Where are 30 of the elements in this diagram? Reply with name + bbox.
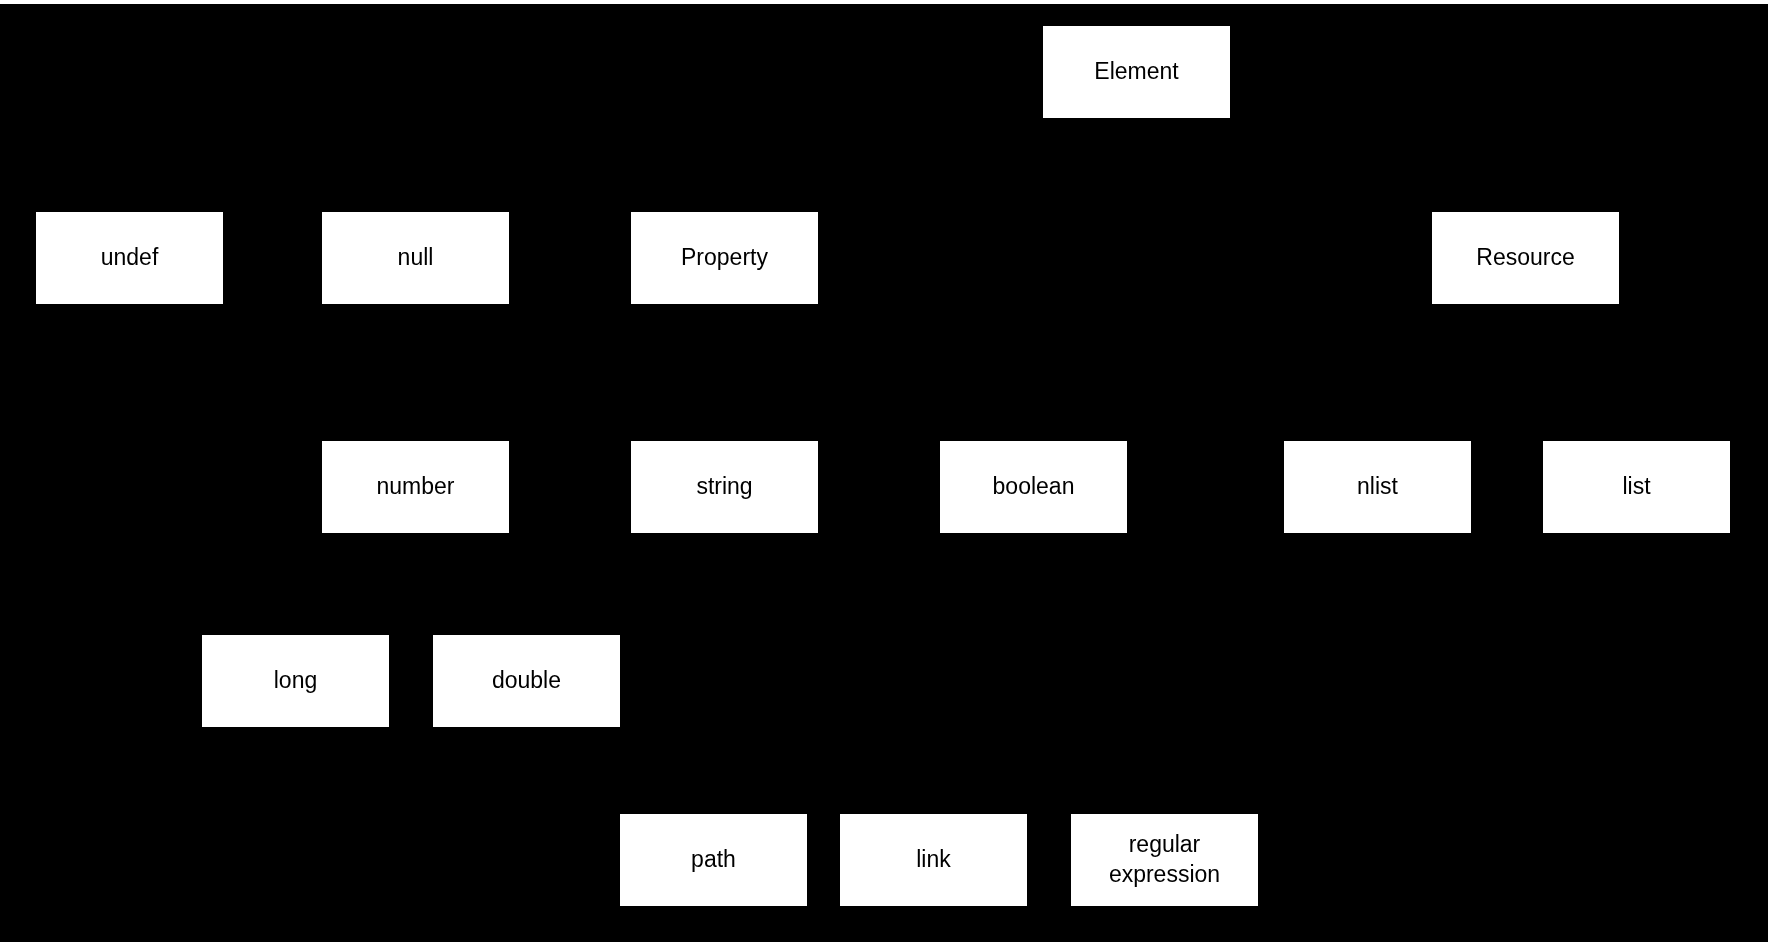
- type-label: null: [396, 243, 435, 273]
- type-box: [631, 441, 818, 533]
- type-box: [322, 441, 509, 533]
- type-box: [1043, 26, 1230, 118]
- type-box: [1432, 212, 1619, 304]
- type-label: long: [272, 666, 319, 696]
- type-label: Resource: [1475, 243, 1576, 273]
- type-box: [940, 441, 1127, 533]
- type-box: [620, 814, 807, 906]
- type-box: [202, 635, 389, 727]
- type-box: [840, 814, 1027, 906]
- type-label: undef: [99, 243, 160, 273]
- type-box: [36, 212, 223, 304]
- type-box: [1543, 441, 1730, 533]
- type-box: [631, 212, 818, 304]
- type-label: regular expression: [1107, 830, 1222, 889]
- type-label: Property: [680, 243, 769, 273]
- type-box: [322, 212, 509, 304]
- type-box: [1284, 441, 1471, 533]
- type-box: [433, 635, 620, 727]
- type-label: nlist: [1356, 472, 1399, 502]
- type-label: Element: [1093, 57, 1180, 87]
- type-box: [1071, 814, 1258, 906]
- type-label: double: [490, 666, 563, 696]
- type-label: list: [1621, 472, 1652, 502]
- type-label: number: [375, 472, 456, 502]
- type-label: path: [690, 845, 737, 875]
- type-label: string: [695, 472, 754, 502]
- type-label: boolean: [991, 472, 1076, 502]
- type-label: link: [915, 845, 952, 875]
